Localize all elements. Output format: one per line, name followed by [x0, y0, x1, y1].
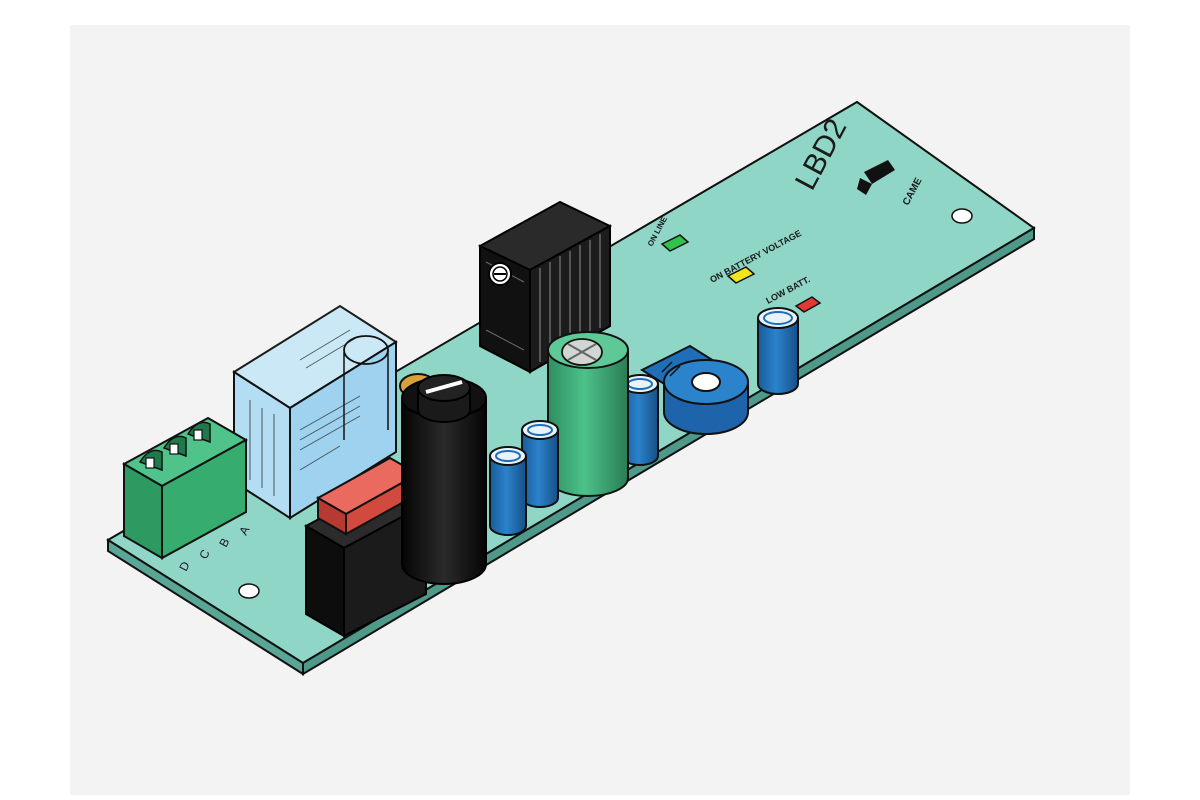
mounting-hole-right [951, 208, 973, 224]
came-logo-icon [857, 160, 895, 195]
capacitor-blue-small-front [489, 446, 527, 536]
mounting-hole-left [238, 583, 260, 599]
capacitor-blue-small-center [521, 420, 559, 508]
trimmer-potentiometer [639, 344, 749, 435]
relay [232, 304, 398, 520]
terminal-block-connector [121, 416, 249, 560]
led-red [794, 296, 822, 313]
capacitor-blue-right [757, 307, 799, 395]
heatsink [477, 200, 613, 374]
led-yellow [726, 266, 756, 284]
fuse-holder [399, 373, 487, 585]
capacitor-green-large [547, 331, 629, 497]
led-green [660, 234, 690, 252]
